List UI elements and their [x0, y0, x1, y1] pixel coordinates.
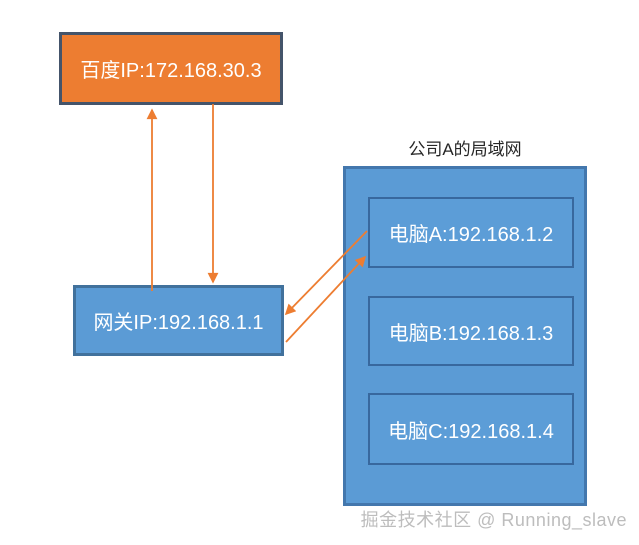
watermark: 掘金技术社区 @ Running_slave: [360, 510, 627, 530]
lan-title: 公司A的局域网: [408, 140, 522, 159]
baidu-node-label: 百度IP:172.168.30.3: [80, 60, 262, 82]
lan-container: 电脑A:192.168.1.2 电脑B:192.168.1.3 电脑C:192.…: [343, 166, 587, 506]
baidu-node: 百度IP:172.168.30.3: [59, 32, 283, 105]
computer-a-label: 电脑A:192.168.1.2: [388, 224, 554, 246]
gateway-node-label: 网关IP:192.168.1.1: [93, 312, 264, 334]
computer-b-label: 电脑B:192.168.1.3: [388, 322, 554, 345]
computer-c-label: 电脑C:192.168.1.4: [388, 420, 554, 443]
computer-c-node: 电脑C:192.168.1.4: [368, 393, 574, 465]
computer-b-node: 电脑B:192.168.1.3: [368, 296, 574, 366]
computer-a-node: 电脑A:192.168.1.2: [368, 197, 574, 268]
gateway-node: 网关IP:192.168.1.1: [73, 285, 284, 356]
